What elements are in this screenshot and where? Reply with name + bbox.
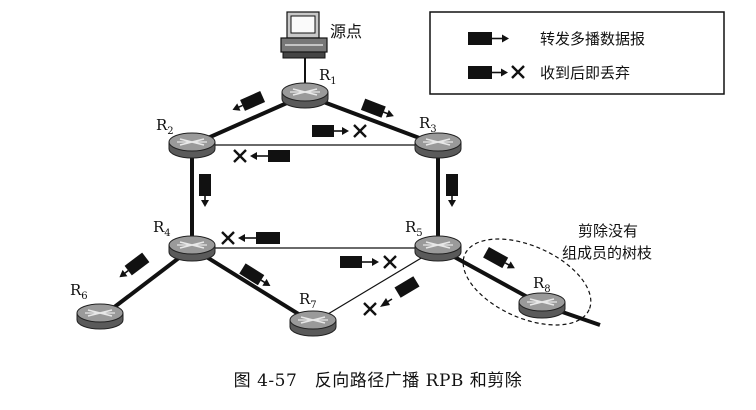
network-links	[98, 58, 601, 327]
legend-forward-symbol	[468, 32, 509, 45]
packet-discard-r5-to-r4	[221, 231, 280, 245]
router-r7-label: R7	[299, 290, 317, 311]
router-r3-icon	[414, 132, 462, 159]
packet-forward-r5-r8	[482, 246, 519, 275]
router-r5-label: R5	[405, 218, 423, 239]
router-r2-label: R2	[156, 116, 174, 137]
router-r2-icon	[168, 132, 216, 159]
router-r6-icon	[76, 303, 124, 330]
router-r1-label: R1	[319, 66, 337, 87]
legend-discard-label: 收到后即丢弃	[540, 64, 630, 82]
packet-forward-r2-r4	[198, 173, 212, 208]
legend-box: 转发多播数据报 收到后即丢弃	[429, 11, 725, 95]
packet-discard-r3-to-r2	[233, 149, 290, 163]
legend-forward-label: 转发多播数据报	[540, 30, 645, 48]
link-r5-r7	[312, 247, 439, 324]
router-r8-icon	[518, 292, 566, 319]
router-r8-label: R8	[533, 274, 551, 295]
packet-discard-r5-to-r7	[363, 276, 420, 316]
packet-forward-r1-r2	[229, 90, 266, 117]
pruned-branch-ellipse	[462, 238, 592, 326]
link-r4-r7	[190, 246, 315, 325]
legend-discard-symbol	[468, 65, 525, 79]
prune-note-line1: 剪除没有	[578, 222, 638, 240]
packet-discard-r4-to-r5	[340, 255, 397, 269]
router-r7-icon	[289, 310, 337, 337]
router-r4-icon	[168, 235, 216, 262]
router-r4-label: R4	[153, 218, 171, 239]
source-computer-icon	[280, 11, 328, 59]
link-r1-r3	[304, 93, 439, 147]
router-r3-label: R3	[419, 114, 437, 135]
router-r5-icon	[414, 235, 462, 262]
packet-forward-r4-r6	[115, 251, 151, 283]
router-r6-label: R6	[70, 281, 88, 302]
prune-note-line2: 组成员的树枝	[562, 244, 652, 262]
packet-discard-r2-to-r3	[312, 124, 367, 138]
router-r1-icon	[281, 82, 329, 109]
packet-forward-r3-r5	[445, 173, 459, 208]
source-label: 源点	[330, 22, 362, 41]
figure-caption: 图 4-57 反向路径广播 RPB 和剪除	[233, 371, 523, 391]
